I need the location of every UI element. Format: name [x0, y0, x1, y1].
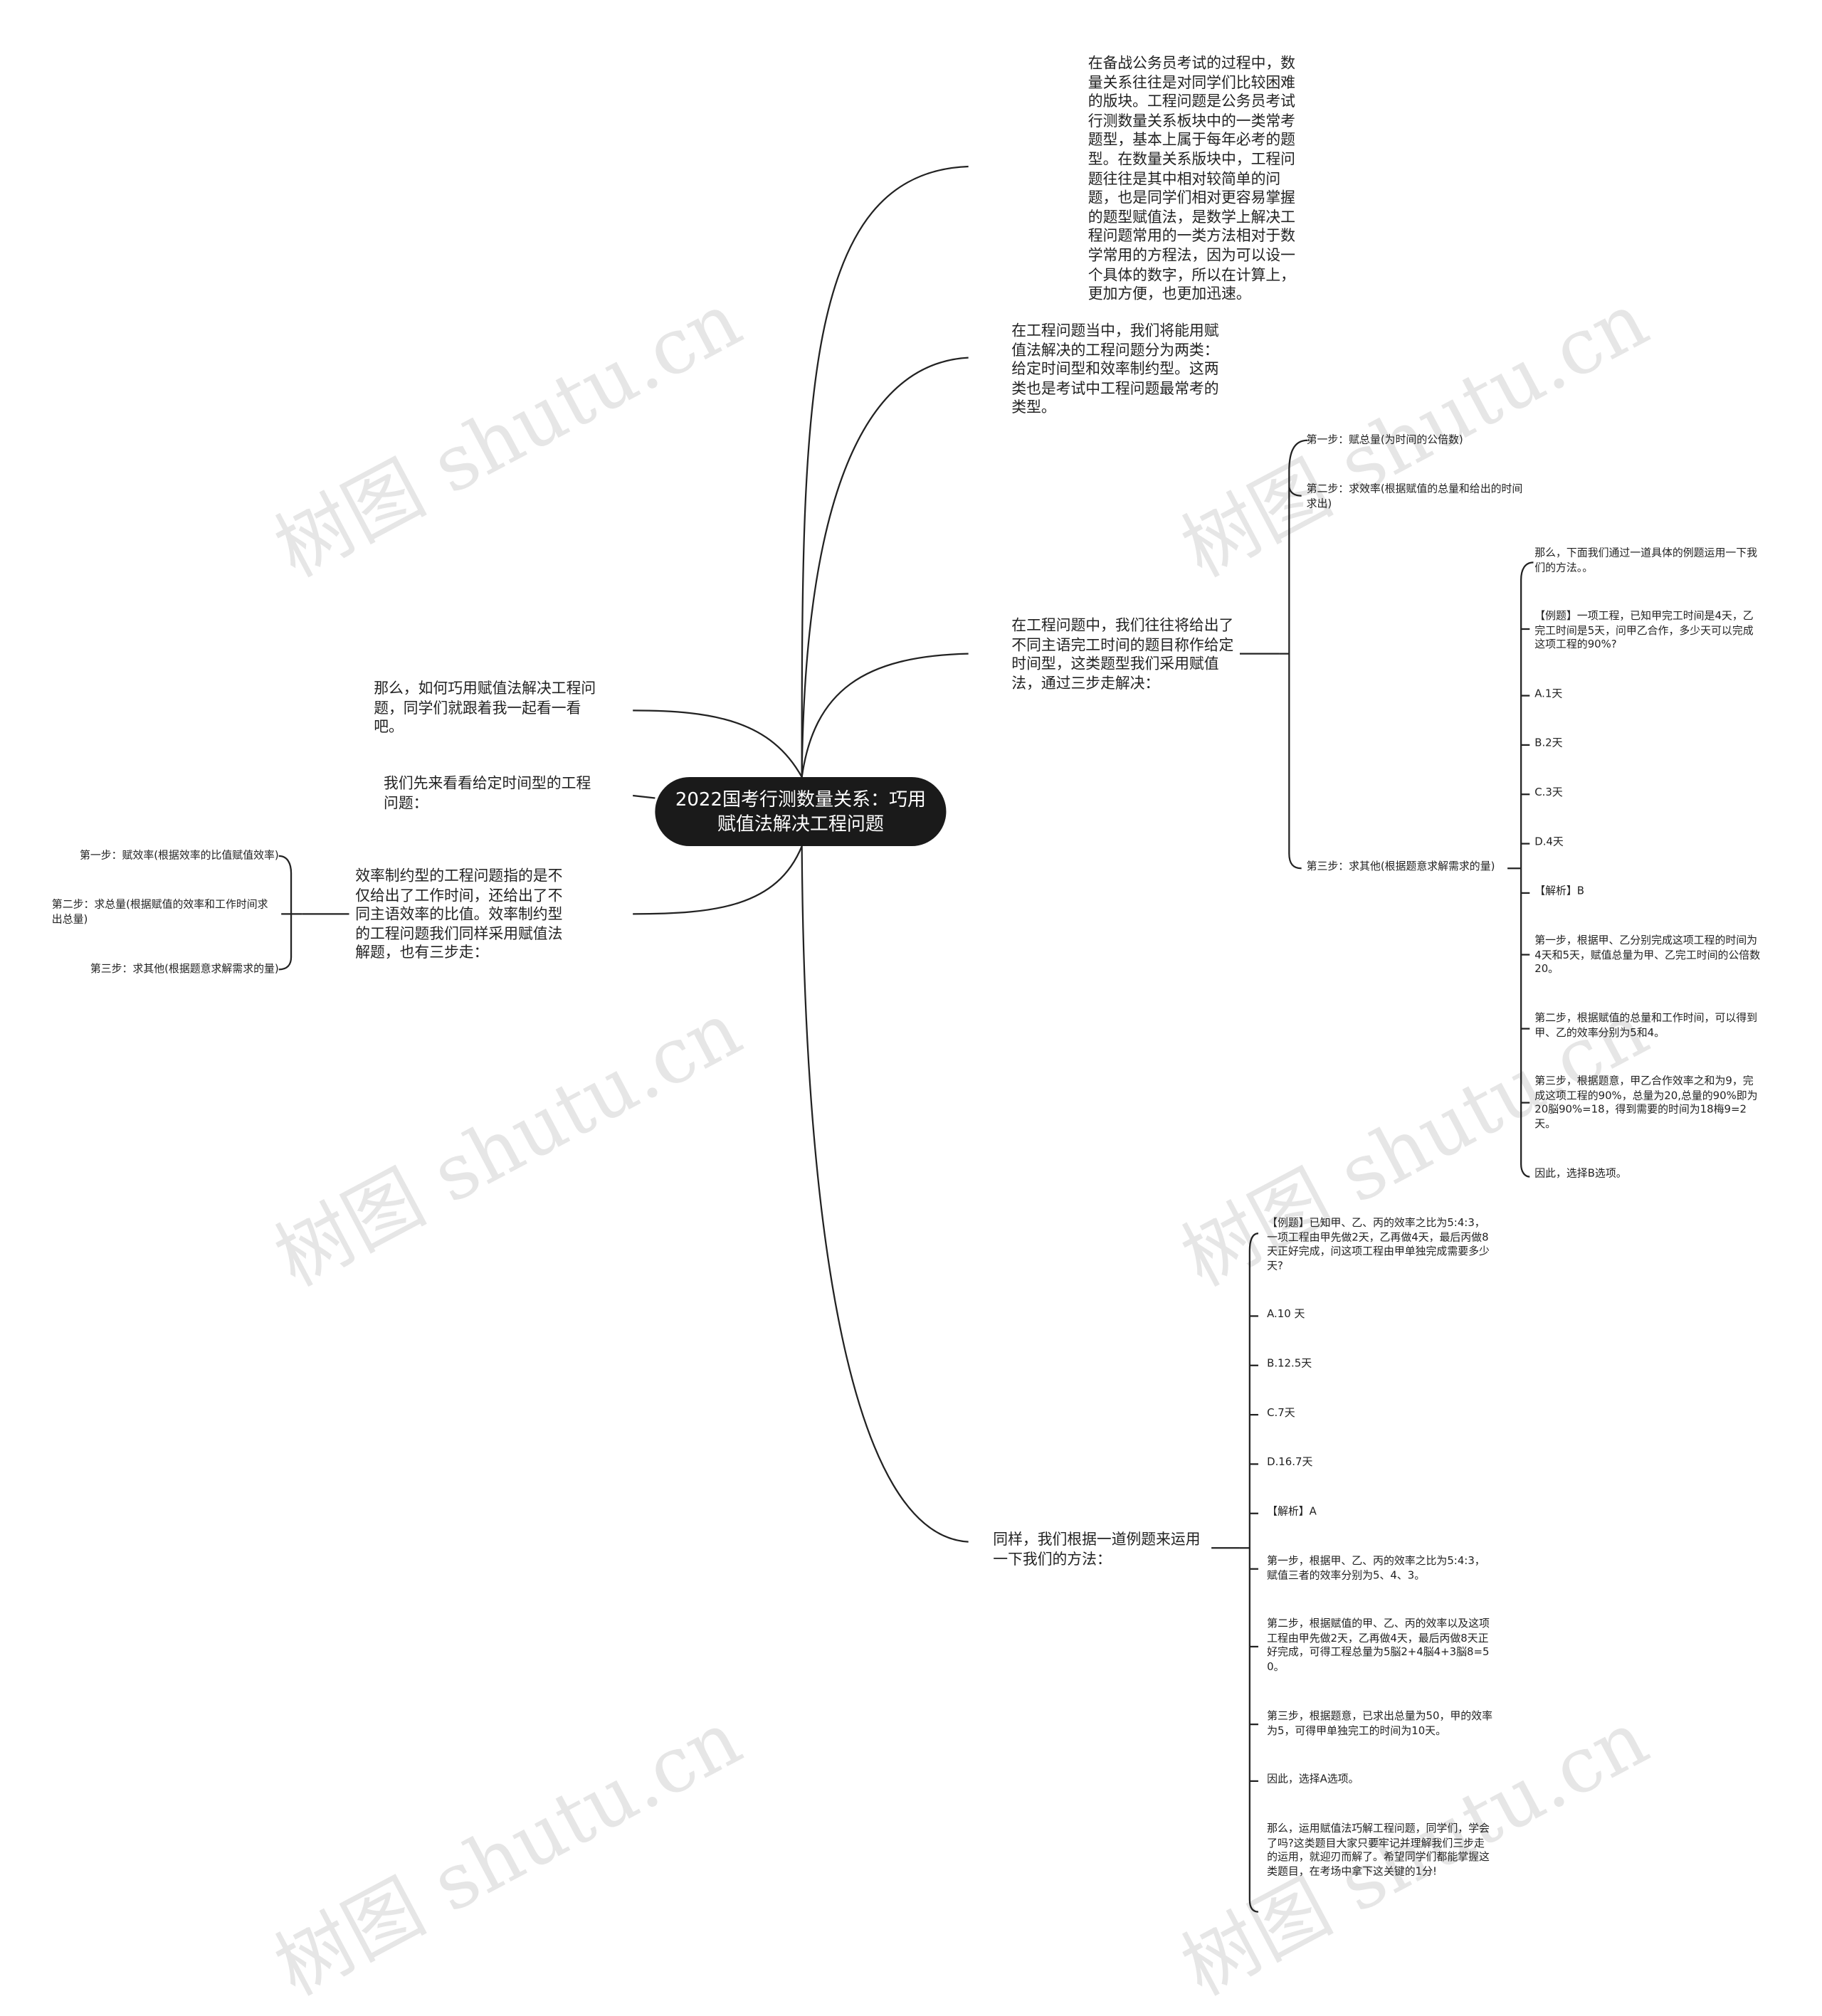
- example2-item: 【例题】已知甲、乙、丙的效率之比为5:4:3，一项工程由甲先做2天，乙再做4天，…: [1267, 1217, 1490, 1273]
- efficiency-step1: 第一步：赋效率(根据效率的比值赋值效率): [79, 850, 279, 862]
- intro-node: 在备战公务员考试的过程中，数量关系往往是对同学们比较困难的版块。工程问题是公务员…: [1088, 54, 1295, 302]
- example2-item: 第一步，根据甲、乙、丙的效率之比为5:4:3，赋值三者的效率分别为5、4、3。: [1267, 1555, 1485, 1583]
- given-step2: 第二步：求效率(根据赋值的总量和给出的时间求出): [1306, 483, 1523, 510]
- step3-item: B.2天: [1534, 737, 1563, 750]
- example2-item: 因此，选择A选项。: [1267, 1773, 1359, 1786]
- edge-how: [633, 709, 803, 778]
- how-node: 那么，如何巧用赋值法解决工程问题，同学们就跟着我一起看一看吧。: [374, 680, 596, 736]
- step3-item: 【例题】一项工程，已知甲完工时间是4天，乙完工时间是5天，问甲乙合作，多少天可以…: [1534, 610, 1754, 652]
- step3-item: C.3天: [1534, 786, 1563, 800]
- edge-look: [633, 794, 655, 799]
- bracket-efficiency: [278, 855, 293, 971]
- efficiency-node: 效率制约型的工程问题指的是不仅给出了工作时间，还给出了不同主语效率的比值。效率制…: [355, 867, 563, 961]
- step3-item: 第一步，根据甲、乙分别完成这项工程的时间为4天和5天，赋值总量为甲、乙完工时间的…: [1534, 934, 1761, 976]
- example2-item: A.10 天: [1267, 1309, 1305, 1321]
- edge-given-time: [801, 653, 969, 778]
- example2-item: 第二步，根据赋值的甲、乙、丙的效率以及这项工程由甲先做2天，乙再做4天，最后丙做…: [1267, 1618, 1490, 1674]
- edge-intro: [801, 165, 969, 777]
- root-topic: 2022国考行测数量关系：巧用赋值法解决工程问题: [655, 776, 947, 847]
- example2-item: 那么，运用赋值法巧解工程问题，同学们，学会了吗?这类题目大家只要牢记并理解我们三…: [1267, 1822, 1490, 1879]
- given-step1: 第一步：赋总量(为时间的公倍数): [1306, 434, 1463, 447]
- step3-item: 因此，选择B选项。: [1534, 1168, 1627, 1181]
- step3-item: D.4天: [1534, 836, 1564, 849]
- example2-item: C.7天: [1267, 1407, 1295, 1420]
- edge-types: [801, 357, 969, 777]
- given-step3: 第三步：求其他(根据题意求解需求的量): [1306, 860, 1495, 874]
- mindmap-canvas: 树图 shutu.cn 树图 shutu.cn 树图 shutu.cn 树图 s…: [51, 54, 1761, 2012]
- given-time-node: 在工程问题中，我们往往将给出了不同主语完工时间的题目称作给定时间型，这类题型我们…: [1011, 616, 1234, 692]
- step3-item: 【解析】B: [1534, 885, 1585, 898]
- efficiency-step3: 第三步：求其他(根据题意求解需求的量): [90, 963, 279, 976]
- step3-item: A.1天: [1534, 688, 1563, 701]
- look-node: 我们先来看看给定时间型的工程问题：: [384, 774, 591, 811]
- step3-item: 第二步，根据赋值的总量和工作时间，可以得到甲、乙的效率分别为5和4。: [1534, 1013, 1758, 1040]
- example2-item: 【解析】A: [1267, 1506, 1317, 1519]
- edge-efficiency: [633, 845, 803, 915]
- example2-item: 第三步，根据题意，已求出总量为50，甲的效率为5，可得甲单独完工的时间为10天。: [1267, 1711, 1492, 1738]
- step3-item: 第三步，根据题意，甲乙合作效率之和为9，完成这项工程的90%，总量为20,总量的…: [1534, 1075, 1758, 1131]
- example2-item: D.16.7天: [1267, 1457, 1313, 1469]
- connector-lines: [278, 165, 1534, 1913]
- edge-example2: [801, 846, 969, 1543]
- example2-node: 同样，我们根据一道例题来运用一下我们的方法：: [993, 1531, 1201, 1568]
- step3-item: 那么，下面我们通过一道具体的例题运用一下我们的方法。。: [1534, 547, 1758, 575]
- example2-item: B.12.5天: [1267, 1358, 1312, 1371]
- efficiency-step2: 第二步：求总量(根据赋值的效率和工作时间求出总量): [51, 899, 268, 927]
- types-node: 在工程问题当中，我们将能用赋值法解决的工程问题分为两类：给定时间型和效率制约型。…: [1011, 322, 1219, 416]
- bracket-example2: [1248, 1233, 1259, 1913]
- bracket-step3: [1520, 561, 1534, 1178]
- bracket-given: [1288, 439, 1308, 870]
